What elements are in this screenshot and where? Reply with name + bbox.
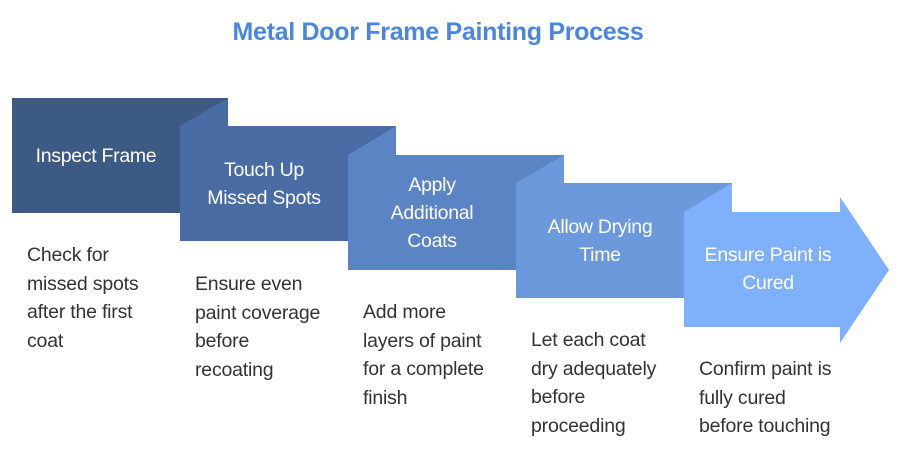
step-4-box <box>516 155 732 298</box>
step-1-label: Inspect Frame <box>35 145 157 167</box>
step-1-box <box>12 98 228 213</box>
step-1-description: Check for missed spots after the first c… <box>27 244 139 352</box>
step-3-box <box>348 126 564 270</box>
step-5-label: Ensure Paint is Cured <box>704 244 832 294</box>
diagram-title: Metal Door Frame Painting Process <box>232 18 644 46</box>
step-4-label: Allow Drying Time <box>547 216 653 266</box>
step-5-arrow <box>684 183 889 343</box>
step-2-label: Touch Up Missed Spots <box>207 159 321 209</box>
step-3-description: Add more layers of paint for a complete … <box>363 301 484 409</box>
step-4-description: Let each coat dry adequately before proc… <box>531 329 657 437</box>
step-2-box <box>180 98 396 241</box>
step-3-label: Apply Additional Coats <box>390 174 474 252</box>
step-2-description: Ensure even paint coverage before recoat… <box>195 273 321 381</box>
step-5-description: Confirm paint is fully cured before touc… <box>699 358 832 437</box>
